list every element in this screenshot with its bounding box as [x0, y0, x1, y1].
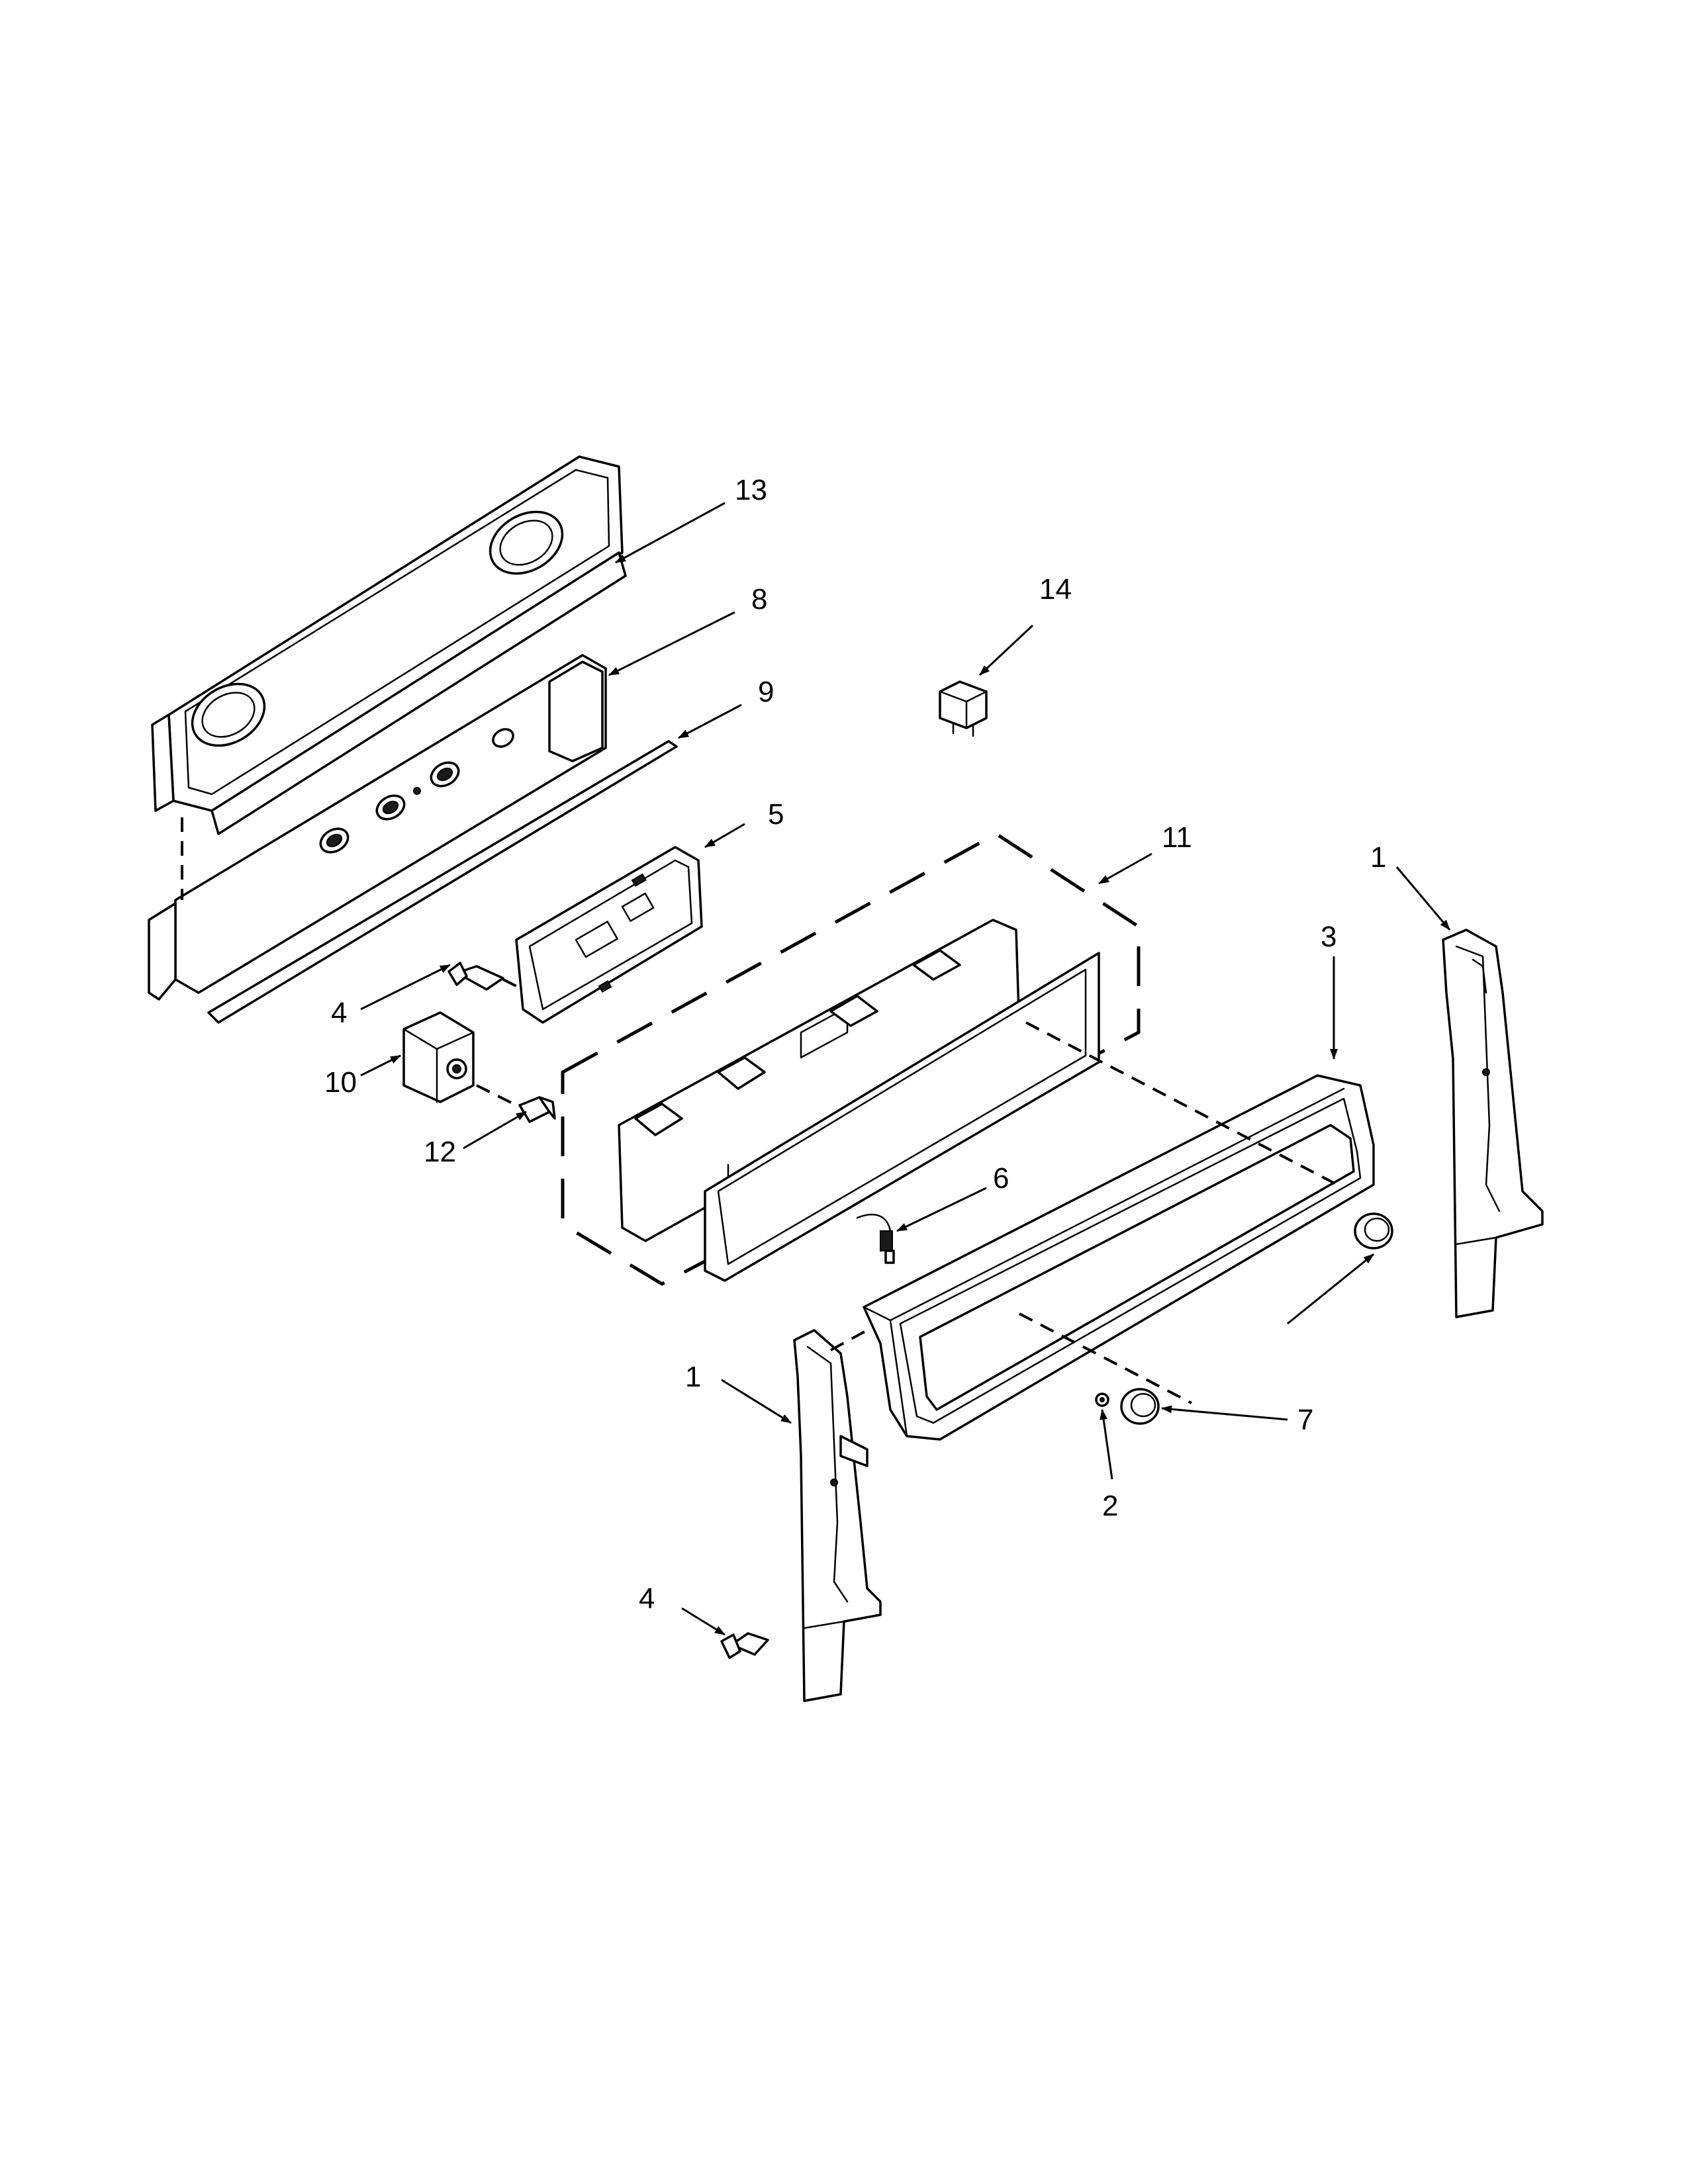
- callout-1-left: 1: [685, 1361, 701, 1393]
- part-3-console-frame: [863, 1021, 1375, 1441]
- callout-12: 12: [424, 1136, 456, 1168]
- callout-10: 10: [324, 1066, 357, 1099]
- callout-2: 2: [1102, 1490, 1118, 1522]
- part-4-screw-upper: [447, 962, 524, 991]
- callout-6: 6: [993, 1162, 1009, 1195]
- callout-1-right: 1: [1370, 841, 1386, 874]
- part-9-trim-strip: [207, 740, 678, 1024]
- callout-14: 14: [1039, 573, 1072, 606]
- callout-8: 8: [751, 583, 767, 615]
- part-13-rear-panel: [151, 455, 627, 835]
- part-4-screw-lower: [720, 1632, 769, 1659]
- callout-labels: 13 8 9 14 5 11 1 3 4 10 12 6 1 7 2 4: [324, 474, 1386, 1615]
- callout-3: 3: [1321, 921, 1336, 953]
- part-5-control-board: [515, 846, 703, 1024]
- part-2-screw: [1095, 1392, 1109, 1407]
- part-11-group-outline: [561, 832, 1141, 1286]
- part-12-screw: [476, 1084, 556, 1123]
- part-14-relay: [939, 680, 988, 737]
- callout-5: 5: [768, 798, 784, 831]
- part-10-switch: [402, 1011, 475, 1103]
- callout-4-upper: 4: [331, 997, 347, 1029]
- part-6-wire-harness: [856, 1213, 895, 1264]
- part-7-knob-right: [1354, 1212, 1393, 1250]
- part-7-knob-left: [1120, 1388, 1160, 1425]
- part-1-end-cap-left: [793, 1329, 882, 1702]
- part-8-console-support: [148, 654, 607, 1001]
- callout-11: 11: [1162, 821, 1192, 854]
- callout-7: 7: [1297, 1404, 1313, 1436]
- leader-lines: [360, 502, 1451, 1636]
- callout-4-lower: 4: [639, 1582, 655, 1615]
- part-11-display-panels: [618, 919, 1100, 1282]
- part-1-end-cap-right: [1442, 929, 1544, 1318]
- callout-9: 9: [758, 676, 774, 708]
- callout-13: 13: [735, 474, 767, 506]
